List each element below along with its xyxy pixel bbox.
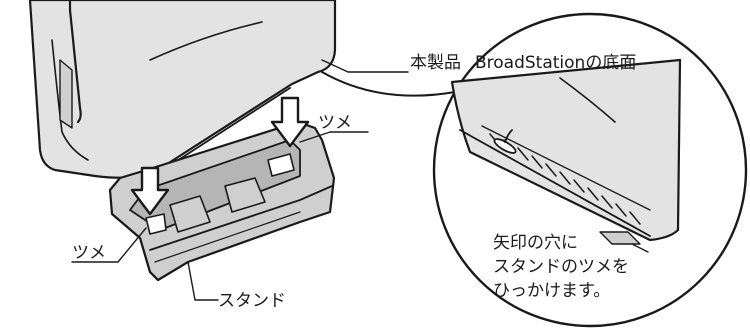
- leader-claw-right: [299, 131, 369, 143]
- arrow-left: [130, 166, 170, 216]
- instruction-line-2: スタンドのツメを: [493, 257, 629, 277]
- leader-product: [321, 59, 409, 73]
- label-product: 本製品: [410, 53, 461, 73]
- label-stand: スタンド: [218, 291, 286, 311]
- stand: [108, 120, 336, 301]
- arrow-right: [270, 96, 310, 148]
- label-claw-right: ツメ: [318, 113, 352, 133]
- instruction-line-1: 矢印の穴に: [493, 233, 578, 253]
- label-claw-left: ツメ: [72, 243, 106, 263]
- zoom-callout: [321, 12, 748, 328]
- instruction-line-3: ひっかけます。: [493, 281, 610, 301]
- leader-claw-left: [71, 227, 147, 263]
- label-bottom-view: BroadStationの底面: [475, 53, 636, 73]
